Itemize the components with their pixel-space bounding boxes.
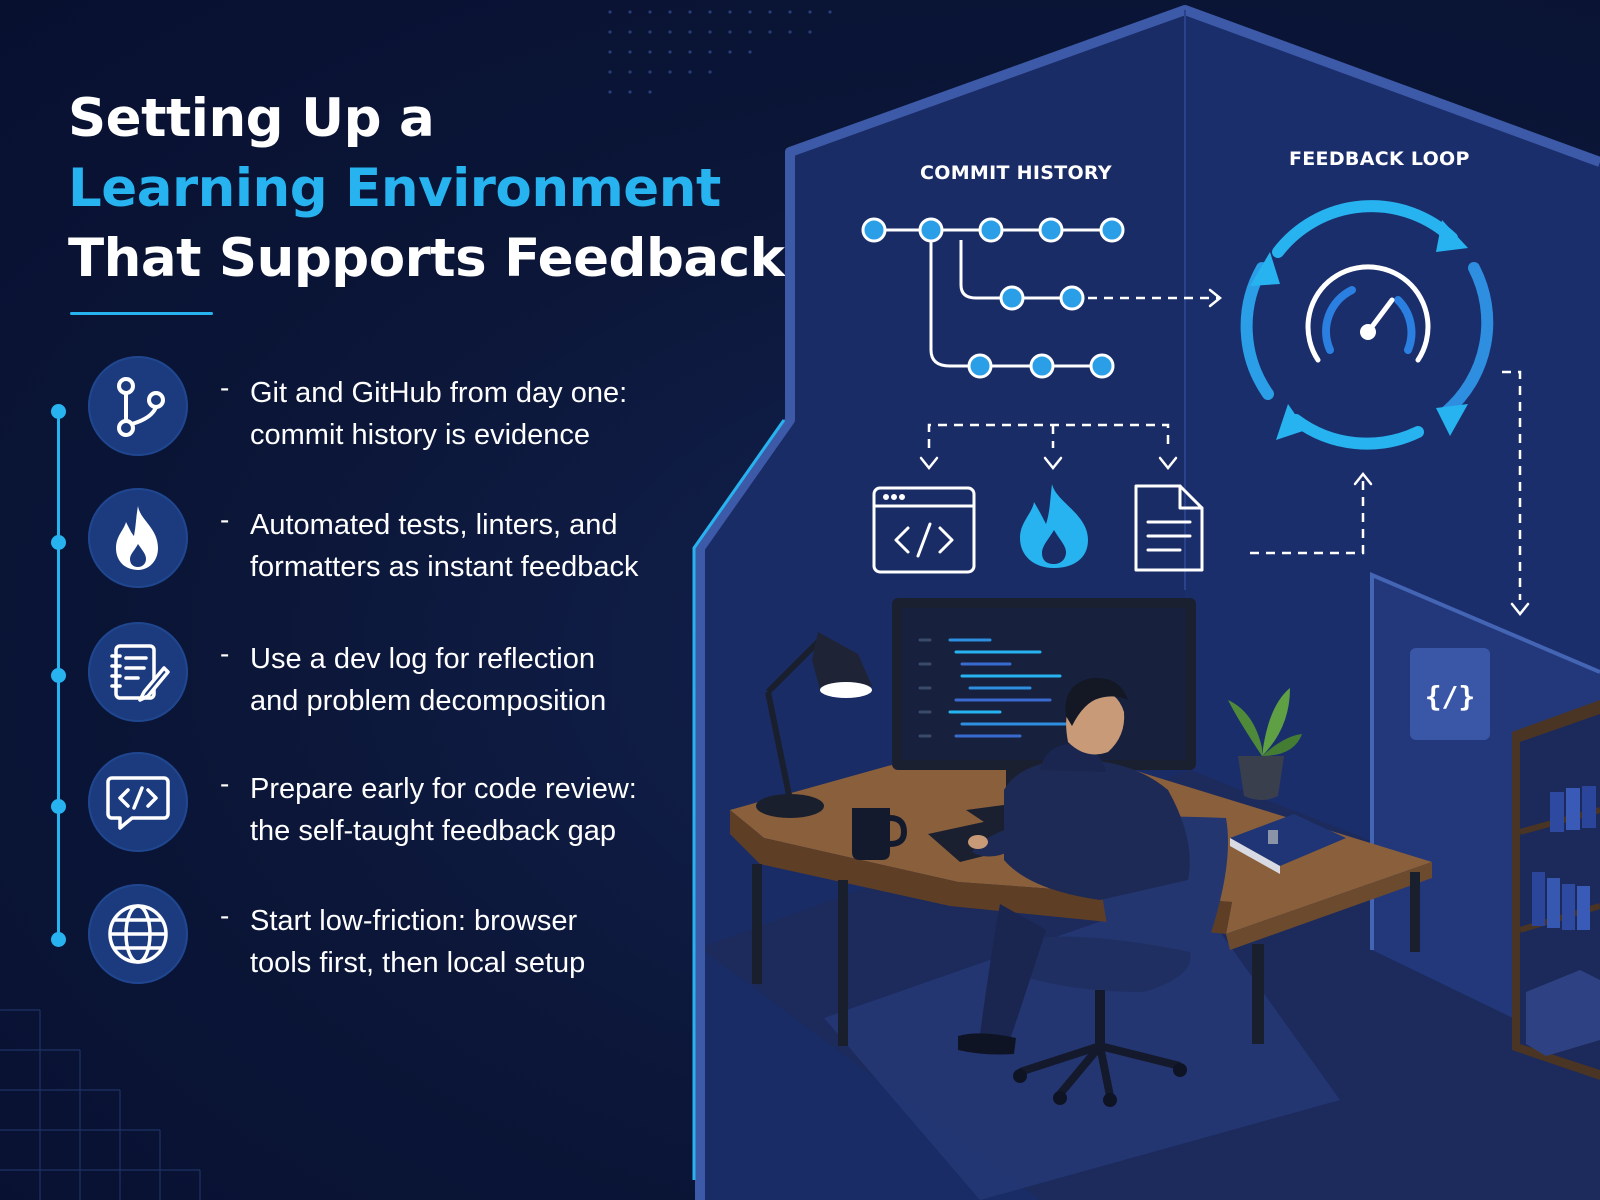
feature-text: Use a dev log for reflection and problem… [250,638,720,722]
arrow-heads [919,288,1530,617]
feedback-loop-arrowheads [1250,220,1468,440]
decorative-grid [0,1009,201,1200]
room-edge-glow [692,419,786,1180]
feature-line: and problem decomposition [250,685,607,717]
feature-line: Use a dev log for reflection [250,643,595,675]
flame-icon [88,488,188,588]
feature-text: Automated tests, linters, and formatters… [250,504,720,588]
bullet-dash: - [220,504,230,535]
timeline-dot [51,404,66,419]
feature-item-browser-tools: - Start low-friction: browser tools firs… [88,884,728,988]
feature-text: Start low-friction: browser tools first,… [250,900,720,984]
partition-edge [1370,571,1600,950]
title-underline [70,312,213,315]
title-line-2-highlight: Learning Environment [68,158,721,219]
feature-item-git: - Git and GitHub from day one: commit hi… [88,356,728,460]
bullet-dash: - [220,372,230,403]
commit-node [861,217,887,243]
code-badge [1410,648,1490,740]
commit-node [1089,353,1115,379]
feature-line: Git and GitHub from day one: [250,377,628,409]
feature-line: the self-taught feedback gap [250,815,616,847]
commit-nodes [861,217,1125,379]
feature-line: Start low-friction: browser [250,905,578,937]
feature-line: formatters as instant feedback [250,551,639,583]
bullet-dash: - [220,638,230,669]
feature-text: Prepare early for code review: the self-… [250,768,720,852]
feature-line: commit history is evidence [250,419,591,451]
commit-node [1099,217,1125,243]
feature-item-code-review: - Prepare early for code review: the sel… [88,752,728,856]
bullet-dash: - [220,768,230,799]
desk-lamp [756,632,872,818]
gauge-icon [1305,264,1431,363]
title-line-1: Setting Up a [68,88,435,149]
timeline-dot [51,535,66,550]
commit-node [1029,353,1055,379]
code-badge-text: {/} [1425,680,1476,713]
bookshelf [1512,700,1600,1080]
commit-node [967,353,993,379]
notebook-pen-icon [88,622,188,722]
monitor-code-lines [918,638,1072,738]
coffee-mug [852,808,908,860]
timeline-dot [51,932,66,947]
timeline-dot [51,799,66,814]
flame-icon [1020,484,1088,568]
feature-line: Automated tests, linters, and [250,509,618,541]
feature-item-devlog: - Use a dev log for reflection and probl… [88,622,728,726]
code-window-icon [872,486,976,574]
timeline-dot [51,668,66,683]
feedback-loop-label: FEEDBACK LOOP [1289,148,1470,170]
commit-node [918,217,944,243]
feature-text: Git and GitHub from day one: commit hist… [250,372,720,456]
commit-node [1038,217,1064,243]
feature-line: tools first, then local setup [250,947,586,979]
decorative-dot-grid [608,10,832,94]
code-chat-icon [88,752,188,852]
feature-line: Prepare early for code review: [250,773,637,805]
floor-rug [824,890,1340,1200]
bullet-dash: - [220,900,230,931]
feature-item-automation: - Automated tests, linters, and formatte… [88,488,728,592]
feedback-loop-cycle [1240,200,1494,450]
commit-history-label: COMMIT HISTORY [920,162,1112,184]
room-outline [695,5,1600,1200]
document-icon [1134,484,1204,572]
git-branch-icon [88,356,188,456]
globe-icon [88,884,188,984]
developer-person [958,677,1190,1055]
title-line-3: That Supports Feedback [68,228,785,289]
notebook-on-desk [1230,814,1346,874]
commit-node [978,217,1004,243]
potted-plant [1228,688,1302,800]
commit-node [999,285,1025,311]
flow-arrows [927,296,1522,600]
commit-node [1059,285,1085,311]
